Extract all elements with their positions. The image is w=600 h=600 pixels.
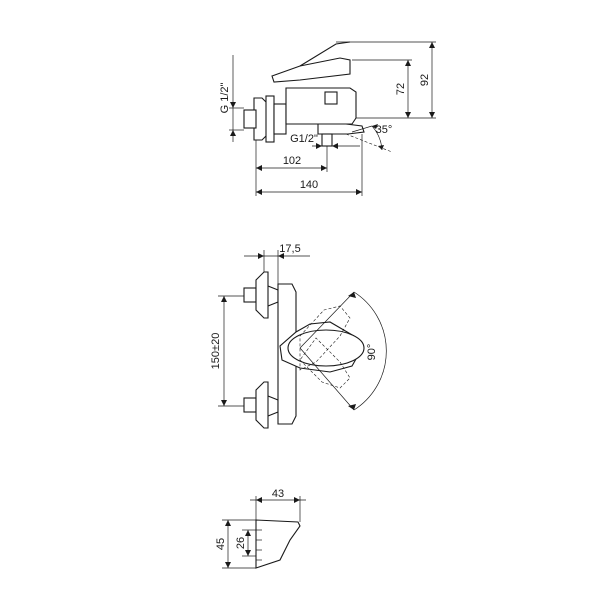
front-dim-rotation: 90° [366, 344, 378, 361]
side-lever-top [299, 41, 351, 67]
side-pipe-stub [243, 109, 257, 129]
profile-handle [255, 519, 301, 569]
side-dim-angle: 35° [376, 124, 393, 136]
side-lever [271, 57, 351, 83]
profile-dim-height-inner: 26 [235, 537, 247, 549]
front-view: 17,5 150±20 90° [210, 243, 387, 429]
side-view: G 1/2" G1/2" 72 92 35° 102 140 [219, 41, 436, 196]
side-spout [317, 123, 365, 135]
side-dim-thread-outlet: G1/2" [290, 133, 318, 145]
front-dim-wall-offset: 17,5 [279, 243, 300, 255]
front-dim-centers: 150±20 [210, 333, 222, 370]
side-diverter-knob [324, 91, 338, 105]
profile-dim-width: 43 [272, 488, 284, 500]
side-outlet-thread [321, 133, 333, 147]
side-dim-depth-outlet: 102 [283, 155, 301, 167]
front-pipe-top [243, 287, 257, 303]
front-nut-top [255, 271, 269, 319]
profile-dim-height-total: 45 [215, 538, 227, 550]
profile-view: 43 45 26 [215, 488, 306, 569]
side-dim-depth-total: 140 [300, 179, 318, 191]
side-wall-flange [265, 95, 275, 143]
front-pipe-bottom [243, 397, 257, 413]
side-body [285, 87, 357, 125]
front-nut-bottom [255, 381, 269, 429]
side-dim-height-total: 92 [419, 74, 431, 86]
side-connector [273, 103, 287, 135]
side-dim-thread-wall: G 1/2" [219, 83, 231, 114]
side-dim-height-body: 72 [395, 83, 407, 95]
front-lever-rotated [299, 305, 351, 371]
front-rotation-arc [353, 291, 387, 411]
